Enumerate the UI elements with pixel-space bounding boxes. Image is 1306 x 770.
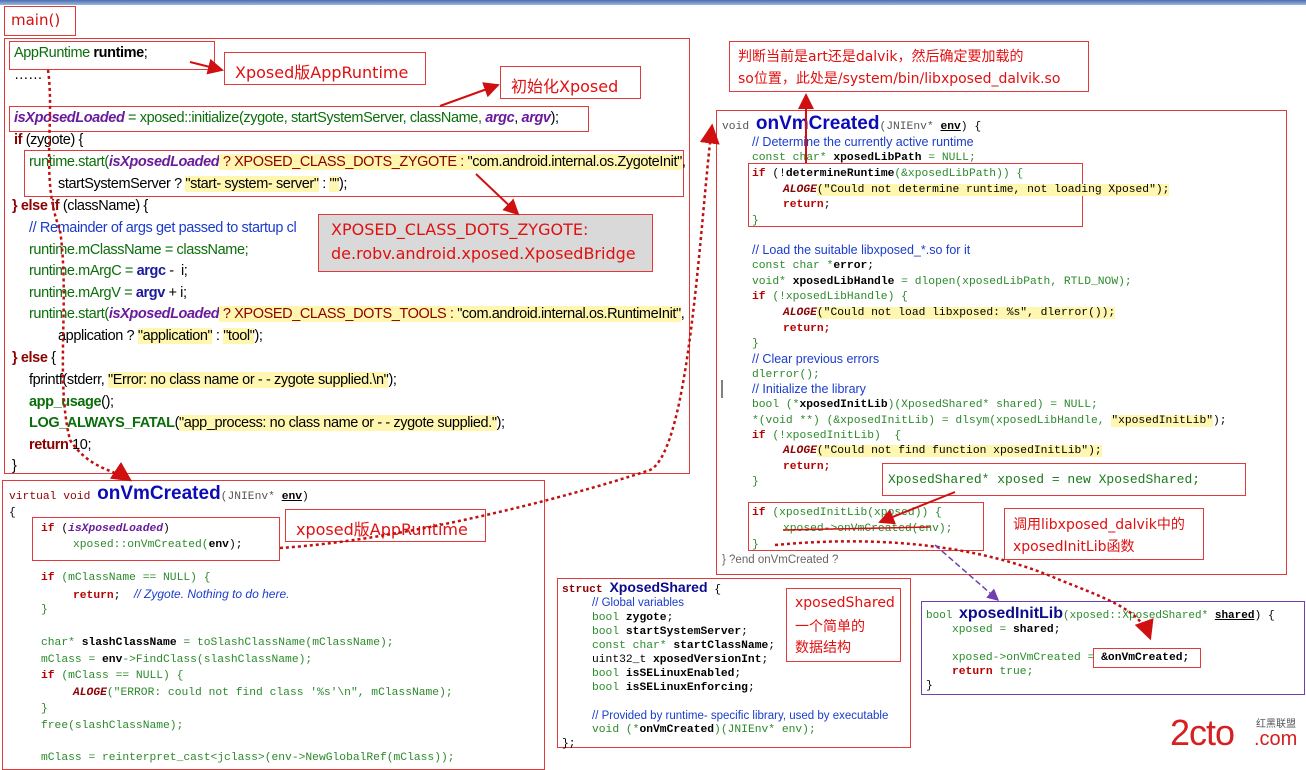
lib-r3: if (!determineRuntime(&xposedLibPath)) { bbox=[752, 168, 1024, 180]
vm-open: { bbox=[9, 507, 16, 519]
arrow-new-shared bbox=[878, 491, 956, 525]
lib-r4: ALOGE("Could not determine runtime, not … bbox=[783, 184, 1170, 196]
main-title: main() bbox=[11, 11, 61, 29]
main-line-19: } bbox=[12, 458, 17, 474]
watermark-logo: 2cto 红黑联盟 .com bbox=[1170, 712, 1298, 753]
note-zygote-const: XPOSED_CLASS_DOTS_ZYGOTE: de.robv.androi… bbox=[318, 214, 653, 272]
vm-sig: virtual void onVmCreated(JNIEnv* env) bbox=[9, 483, 309, 504]
struct-s1: struct XposedShared { bbox=[562, 579, 722, 596]
lib-r26: } ?end onVmCreated ? bbox=[722, 554, 839, 566]
main-line-6: startSystemServer ? "start- system- serv… bbox=[58, 176, 348, 192]
lib-r19: if (!xposedInitLib) { bbox=[752, 430, 902, 442]
vm-line-c2: return; // Zygote. Nothing to do here. bbox=[73, 587, 290, 602]
lib-r12: return; bbox=[783, 323, 831, 335]
main-line-5: runtime.start(isXposedLoaded ? XPOSED_CL… bbox=[29, 154, 686, 170]
main-line-12: runtime.start(isXposedLoaded ? XPOSED_CL… bbox=[29, 306, 685, 322]
init-i5: } bbox=[926, 680, 933, 692]
note-init-xposed: 初始化Xposed bbox=[500, 66, 641, 99]
struct-s3: bool zygote; bbox=[592, 612, 674, 624]
initialize-highlight bbox=[9, 106, 589, 132]
lib-r14: // Clear previous errors bbox=[752, 352, 880, 366]
window-top-bar bbox=[0, 0, 1306, 5]
dotted-to-lib bbox=[279, 123, 720, 550]
note-shared-struct: xposedShared 一个简单的 数据结构 bbox=[786, 588, 901, 662]
struct-s8: bool isSELinuxEnforcing; bbox=[592, 682, 755, 694]
lib-r10: if (!xposedLibHandle) { bbox=[752, 291, 908, 303]
lib-r6: } bbox=[752, 215, 759, 227]
vm-line-c1: if (mClassName == NULL) { bbox=[41, 572, 211, 584]
note-new-shared: XposedShared* xposed = new XposedShared; bbox=[882, 463, 1246, 496]
arrow-initialize bbox=[439, 82, 500, 107]
dotted-main-flow bbox=[46, 69, 133, 482]
main-line-11: runtime.mArgV = argv + i; bbox=[29, 285, 187, 301]
struct-s7: bool isSELinuxEnabled; bbox=[592, 668, 742, 680]
init-i4: return true; bbox=[952, 666, 1034, 678]
struct-s6: uint32_t xposedVersionInt; bbox=[592, 654, 769, 666]
lib-r22: } bbox=[752, 476, 759, 488]
lib-sig: void onVmCreated(JNIEnv* env) { bbox=[722, 113, 982, 134]
onvmcreated-assign-highlight bbox=[1093, 648, 1201, 668]
lib-r20: ALOGE("Could not find function xposedIni… bbox=[783, 445, 1102, 457]
vm-line-c8: } bbox=[41, 703, 48, 715]
init-i2: xposed = shared; bbox=[952, 624, 1061, 636]
main-line-15: fprintf(stderr, "Error: no class name or… bbox=[29, 372, 397, 388]
xposed-call-highlight bbox=[32, 517, 280, 561]
note-judge-runtime: 判断当前是art还是dalvik，然后确定要加载的 so位置，此处是/syste… bbox=[729, 41, 1089, 92]
lib-r16: // Initialize the library bbox=[752, 382, 866, 396]
struct-s10: void (*onVmCreated)(JNIEnv* env); bbox=[592, 724, 816, 736]
main-line-13: application ? "application" : "tool"); bbox=[58, 328, 263, 344]
lib-r5: return; bbox=[783, 199, 831, 211]
struct-s11: }; bbox=[562, 738, 576, 750]
lib-r18: *(void **) (&xposedInitLib) = dlsym(xpos… bbox=[752, 415, 1227, 427]
main-line-16: app_usage(); bbox=[29, 394, 114, 410]
lib-r11: ALOGE("Could not load libxposed: %s", dl… bbox=[783, 307, 1116, 319]
xposed-init-lib-call-highlight bbox=[748, 502, 984, 551]
struct-s2: // Global variables bbox=[592, 597, 685, 609]
main-line-2: …… bbox=[14, 67, 43, 83]
main-line-7: } else if (className) { bbox=[12, 198, 148, 214]
vm-line-if: if (isXposedLoaded) bbox=[41, 523, 170, 535]
init-i3: xposed->onVmCreated = &onVmCreated; bbox=[952, 652, 1190, 664]
lib-r15: dlerror(); bbox=[752, 369, 820, 381]
lib-r25: } bbox=[752, 539, 759, 551]
lib-r7: // Load the suitable libxposed_*.so for … bbox=[752, 243, 971, 257]
arrow-call-init bbox=[934, 544, 1000, 601]
main-line-4: if (zygote) { bbox=[14, 132, 83, 148]
dotted-to-init bbox=[774, 540, 1154, 641]
note-call-init-lib: 调用libxposed_dalvik中的 xposedInitLib函数 bbox=[1004, 508, 1204, 560]
lib-r17: bool (*xposedInitLib)(XposedShared* shar… bbox=[752, 399, 1098, 411]
vm-line-c4: char* slashClassName = toSlashClassName(… bbox=[41, 637, 394, 649]
lib-r13: } bbox=[752, 338, 759, 350]
note-xposed-appruntime: Xposed版AppRuntime bbox=[224, 52, 426, 85]
struct-s5: const char* startClassName; bbox=[592, 640, 776, 652]
main-title-box: main() bbox=[4, 6, 76, 36]
lib-r9: void* xposedLibHandle = dlopen(xposedLib… bbox=[752, 276, 1132, 288]
lib-r21: return; bbox=[783, 461, 831, 473]
lib-r8: const char *error; bbox=[752, 260, 875, 272]
strike-onvmcreated bbox=[782, 526, 931, 531]
main-line-9: runtime.mClassName = className; bbox=[29, 242, 249, 258]
appruntime-highlight bbox=[9, 41, 215, 70]
arrow-appruntime bbox=[189, 58, 224, 75]
vm-line-c9: free(slashClassName); bbox=[41, 720, 184, 732]
main-line-8: // Remainder of args get passed to start… bbox=[29, 220, 297, 236]
vm-line-call: xposed::onVmCreated(env); bbox=[73, 539, 243, 551]
struct-s9: // Provided by runtime- specific library… bbox=[592, 710, 889, 722]
vm-line-c6: if (mClass == NULL) { bbox=[41, 670, 184, 682]
main-line-18: return 10; bbox=[29, 437, 92, 453]
note-xposed-appruntime-2: xposed版AppRuntime bbox=[285, 509, 486, 542]
main-line-3: isXposedLoaded = xposed::initialize(zygo… bbox=[14, 110, 559, 126]
vm-line-c7: ALOGE("ERROR: could not find class '%s'\… bbox=[73, 687, 453, 699]
vm-line-c3: } bbox=[41, 604, 48, 616]
main-line-1: AppRuntime runtime; bbox=[14, 45, 148, 61]
lib-r2: const char* xposedLibPath = NULL; bbox=[752, 152, 976, 164]
main-line-10: runtime.mArgC = argc - i; bbox=[29, 263, 188, 279]
vm-line-c5: mClass = env->FindClass(slashClassName); bbox=[41, 654, 313, 666]
struct-s4: bool startSystemServer; bbox=[592, 626, 748, 638]
main-line-14: } else { bbox=[12, 350, 56, 366]
arrow-zygote-const bbox=[475, 173, 520, 216]
runtime-start-highlight bbox=[24, 150, 684, 197]
